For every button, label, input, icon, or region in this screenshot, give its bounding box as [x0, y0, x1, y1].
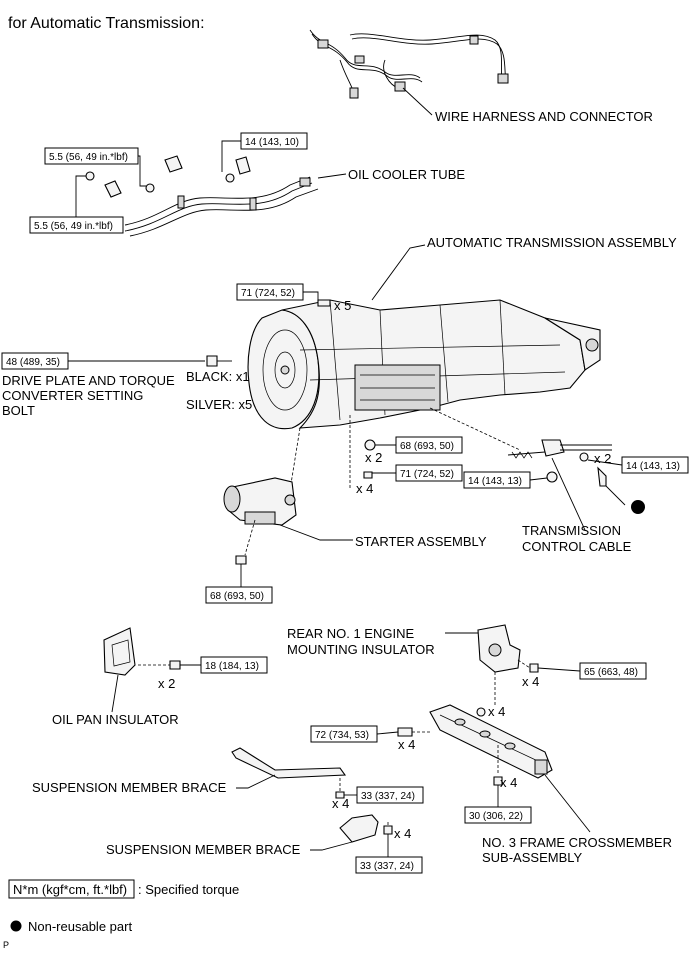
torque-33-a: 33 (337, 24) — [361, 791, 415, 802]
label-tcc-2: CONTROL CABLE — [522, 539, 632, 554]
legend-unit: N*m (kgf*cm, ft.*lbf) — [13, 882, 127, 897]
label-crossmember-1: NO. 3 FRAME CROSSMEMBER — [482, 835, 672, 850]
torque-14-nut: 14 (143, 13) — [468, 476, 522, 487]
label-susp-brace-1: SUSPENSION MEMBER BRACE — [32, 780, 227, 795]
legend-unit-desc: : Specified torque — [138, 882, 239, 897]
torque-48: 48 (489, 35) — [6, 357, 60, 368]
label-drive-plate-3: BOLT — [2, 403, 35, 418]
label-wire-harness: WIRE HARNESS AND CONNECTOR — [435, 109, 653, 124]
label-crossmember-2: SUB-ASSEMBLY — [482, 850, 583, 865]
label-drive-plate-1: DRIVE PLATE AND TORQUE — [2, 373, 175, 388]
bolt-icon — [317, 299, 331, 307]
count-x4-72: x 4 — [398, 737, 415, 752]
count-x4-mount: x 4 — [522, 674, 539, 689]
non-reusable-dot-icon — [631, 500, 645, 514]
torque-65: 65 (663, 48) — [584, 667, 638, 678]
torque-14-cable: 14 (143, 13) — [626, 461, 680, 472]
label-starter: STARTER ASSEMBLY — [355, 534, 487, 549]
suspension-brace-1-drawing — [231, 747, 347, 779]
count-x5-top: x 5 — [334, 298, 351, 313]
torque-68-starter: 68 (693, 50) — [210, 591, 264, 602]
starter-drawing — [223, 477, 297, 526]
torque-33-b: 33 (337, 24) — [360, 861, 414, 872]
torque-5-5-top: 5.5 (56, 49 in.*lbf) — [49, 152, 128, 163]
label-rear-mount-1: REAR NO. 1 ENGINE — [287, 626, 414, 641]
label-silver: SILVER: x5 — [186, 397, 252, 412]
count-x2-opi: x 2 — [158, 676, 175, 691]
suspension-brace-2-drawing — [339, 814, 379, 843]
torque-box-33-b — [355, 856, 423, 874]
legend-nonreusable: Non-reusable part — [28, 919, 132, 934]
label-rear-mount-2: MOUNTING INSULATOR — [287, 642, 435, 657]
torque-71-top: 71 (724, 52) — [241, 288, 295, 299]
label-oil-pan-insulator: OIL PAN INSULATOR — [52, 712, 179, 727]
footer-code: P — [3, 940, 9, 950]
label-oil-cooler-tube: OIL COOLER TUBE — [348, 167, 465, 182]
torque-box-68-starter — [205, 586, 273, 604]
torque-68-mid: 68 (693, 50) — [400, 441, 454, 452]
torque-30: 30 (306, 22) — [469, 811, 523, 822]
torque-71-mid: 71 (724, 52) — [400, 469, 454, 480]
oil-pan-insulator-drawing — [103, 627, 136, 676]
legend-unit-box — [8, 879, 135, 899]
count-x2-cable: x 2 — [594, 451, 611, 466]
label-drive-plate-2: CONVERTER SETTING — [2, 388, 143, 403]
torque-72: 72 (734, 53) — [315, 730, 369, 741]
oil-cooler-tube-drawing — [85, 155, 347, 237]
count-x4-33b: x 4 — [394, 826, 411, 841]
label-black: BLACK: x1 — [186, 369, 250, 384]
count-x4-cm-top: x 4 — [488, 704, 505, 719]
diagram-heading: for Automatic Transmission: — [8, 15, 205, 32]
torque-14-cooler: 14 (143, 10) — [245, 137, 299, 148]
count-x4-33a: x 4 — [332, 796, 349, 811]
label-at-assembly: AUTOMATIC TRANSMISSION ASSEMBLY — [427, 235, 677, 250]
torque-5-5-bottom: 5.5 (56, 49 in.*lbf) — [34, 221, 113, 232]
rear-mount-drawing — [477, 624, 521, 673]
torque-18: 18 (184, 13) — [205, 661, 259, 672]
count-x4-mid: x 4 — [356, 481, 373, 496]
legend-dot-icon — [10, 920, 22, 932]
torque-box-5-5-bottom — [29, 216, 124, 234]
control-cable-drawing — [429, 407, 612, 531]
wire-harness-drawing — [309, 29, 509, 116]
label-susp-brace-2: SUSPENSION MEMBER BRACE — [106, 842, 301, 857]
label-tcc-1: TRANSMISSION — [522, 523, 621, 538]
count-x4-cm-bot: x 4 — [500, 775, 517, 790]
count-x2-mid: x 2 — [365, 450, 382, 465]
transmission-drawing — [247, 299, 601, 430]
crossmember-drawing — [429, 704, 553, 779]
